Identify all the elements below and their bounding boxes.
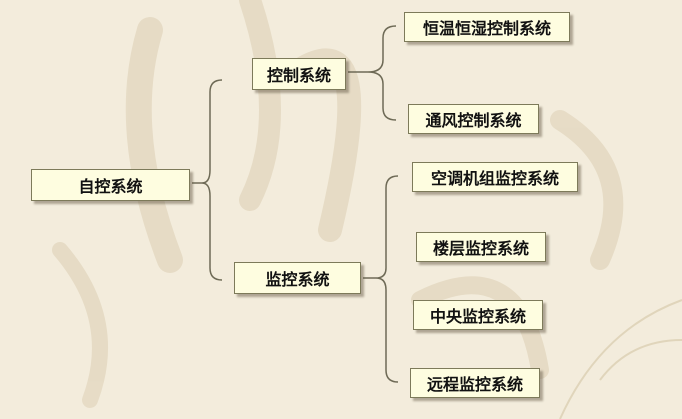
leaf-remote-monitoring: 远程监控系统 xyxy=(410,368,540,398)
leaf-constant-temp-humidity: 恒温恒湿控制系统 xyxy=(404,12,570,42)
node-control-system: 控制系统 xyxy=(252,58,346,90)
leaf-ventilation: 通风控制系统 xyxy=(408,104,539,134)
leaf-central-monitoring: 中央监控系统 xyxy=(413,300,543,330)
root-node: 自控系统 xyxy=(31,169,190,201)
node-monitor-system: 监控系统 xyxy=(234,262,361,294)
leaf-floor-monitoring: 楼层监控系统 xyxy=(416,232,546,262)
leaf-ahu-monitoring: 空调机组监控系统 xyxy=(412,162,578,192)
